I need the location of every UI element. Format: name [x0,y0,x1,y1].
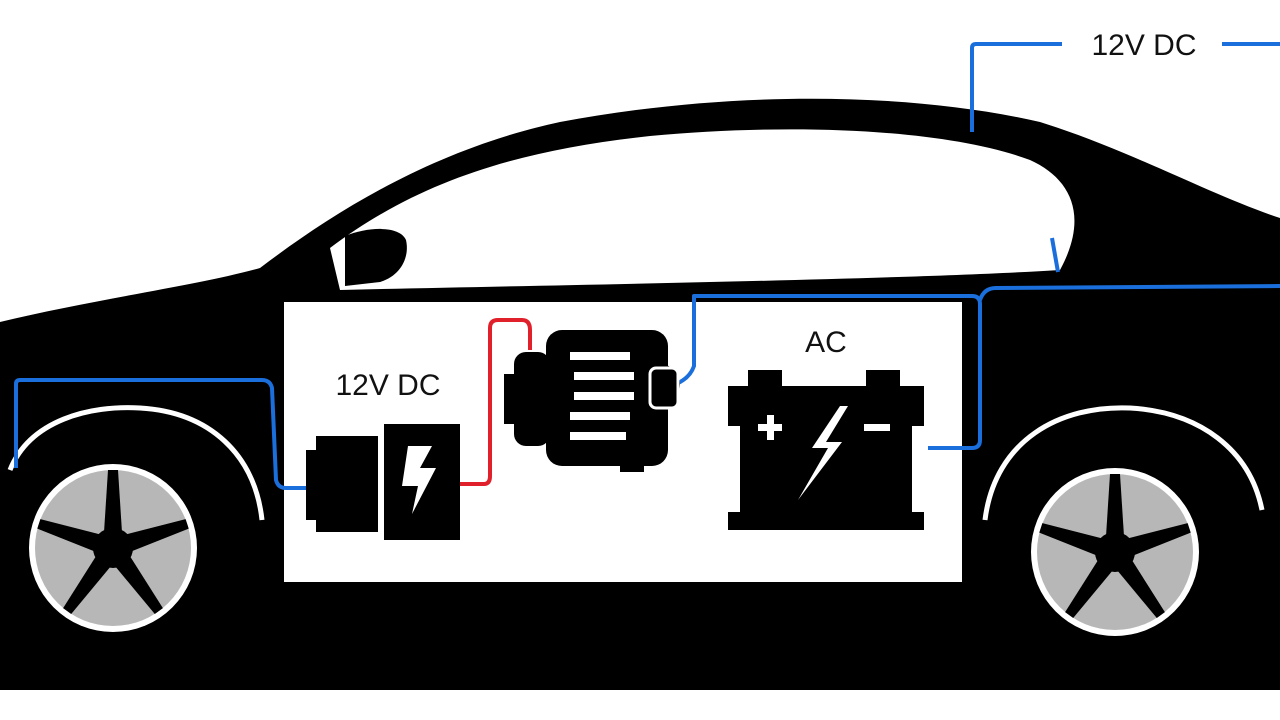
front-wheel-arch [7,405,265,521]
wire-left [14,378,306,490]
wire-alternator-to-battery [675,294,982,450]
minus-sign [864,424,890,431]
blue-wires [14,42,1280,490]
car-battery-icon [728,370,924,530]
wire-right [978,284,1280,301]
plus-sign [758,415,782,440]
rear-wheel [991,428,1239,676]
dc-unit-icon [306,424,460,540]
rear-wheel-arch [982,405,1265,521]
side-mirror [345,228,407,286]
front-wheel-spokes [37,470,189,615]
alternator-icon [504,330,680,472]
front-wheel [0,424,237,672]
top-right-label: 12V DC [1091,29,1196,62]
wire-top-right [970,42,1062,132]
rear-wheel-spokes [1039,474,1191,619]
battery-area-label: AC [805,326,847,359]
wire-window-stub [1050,237,1060,273]
car-window [330,129,1075,290]
panel-left-label: 12V DC [335,369,440,402]
red-wire [460,318,532,486]
